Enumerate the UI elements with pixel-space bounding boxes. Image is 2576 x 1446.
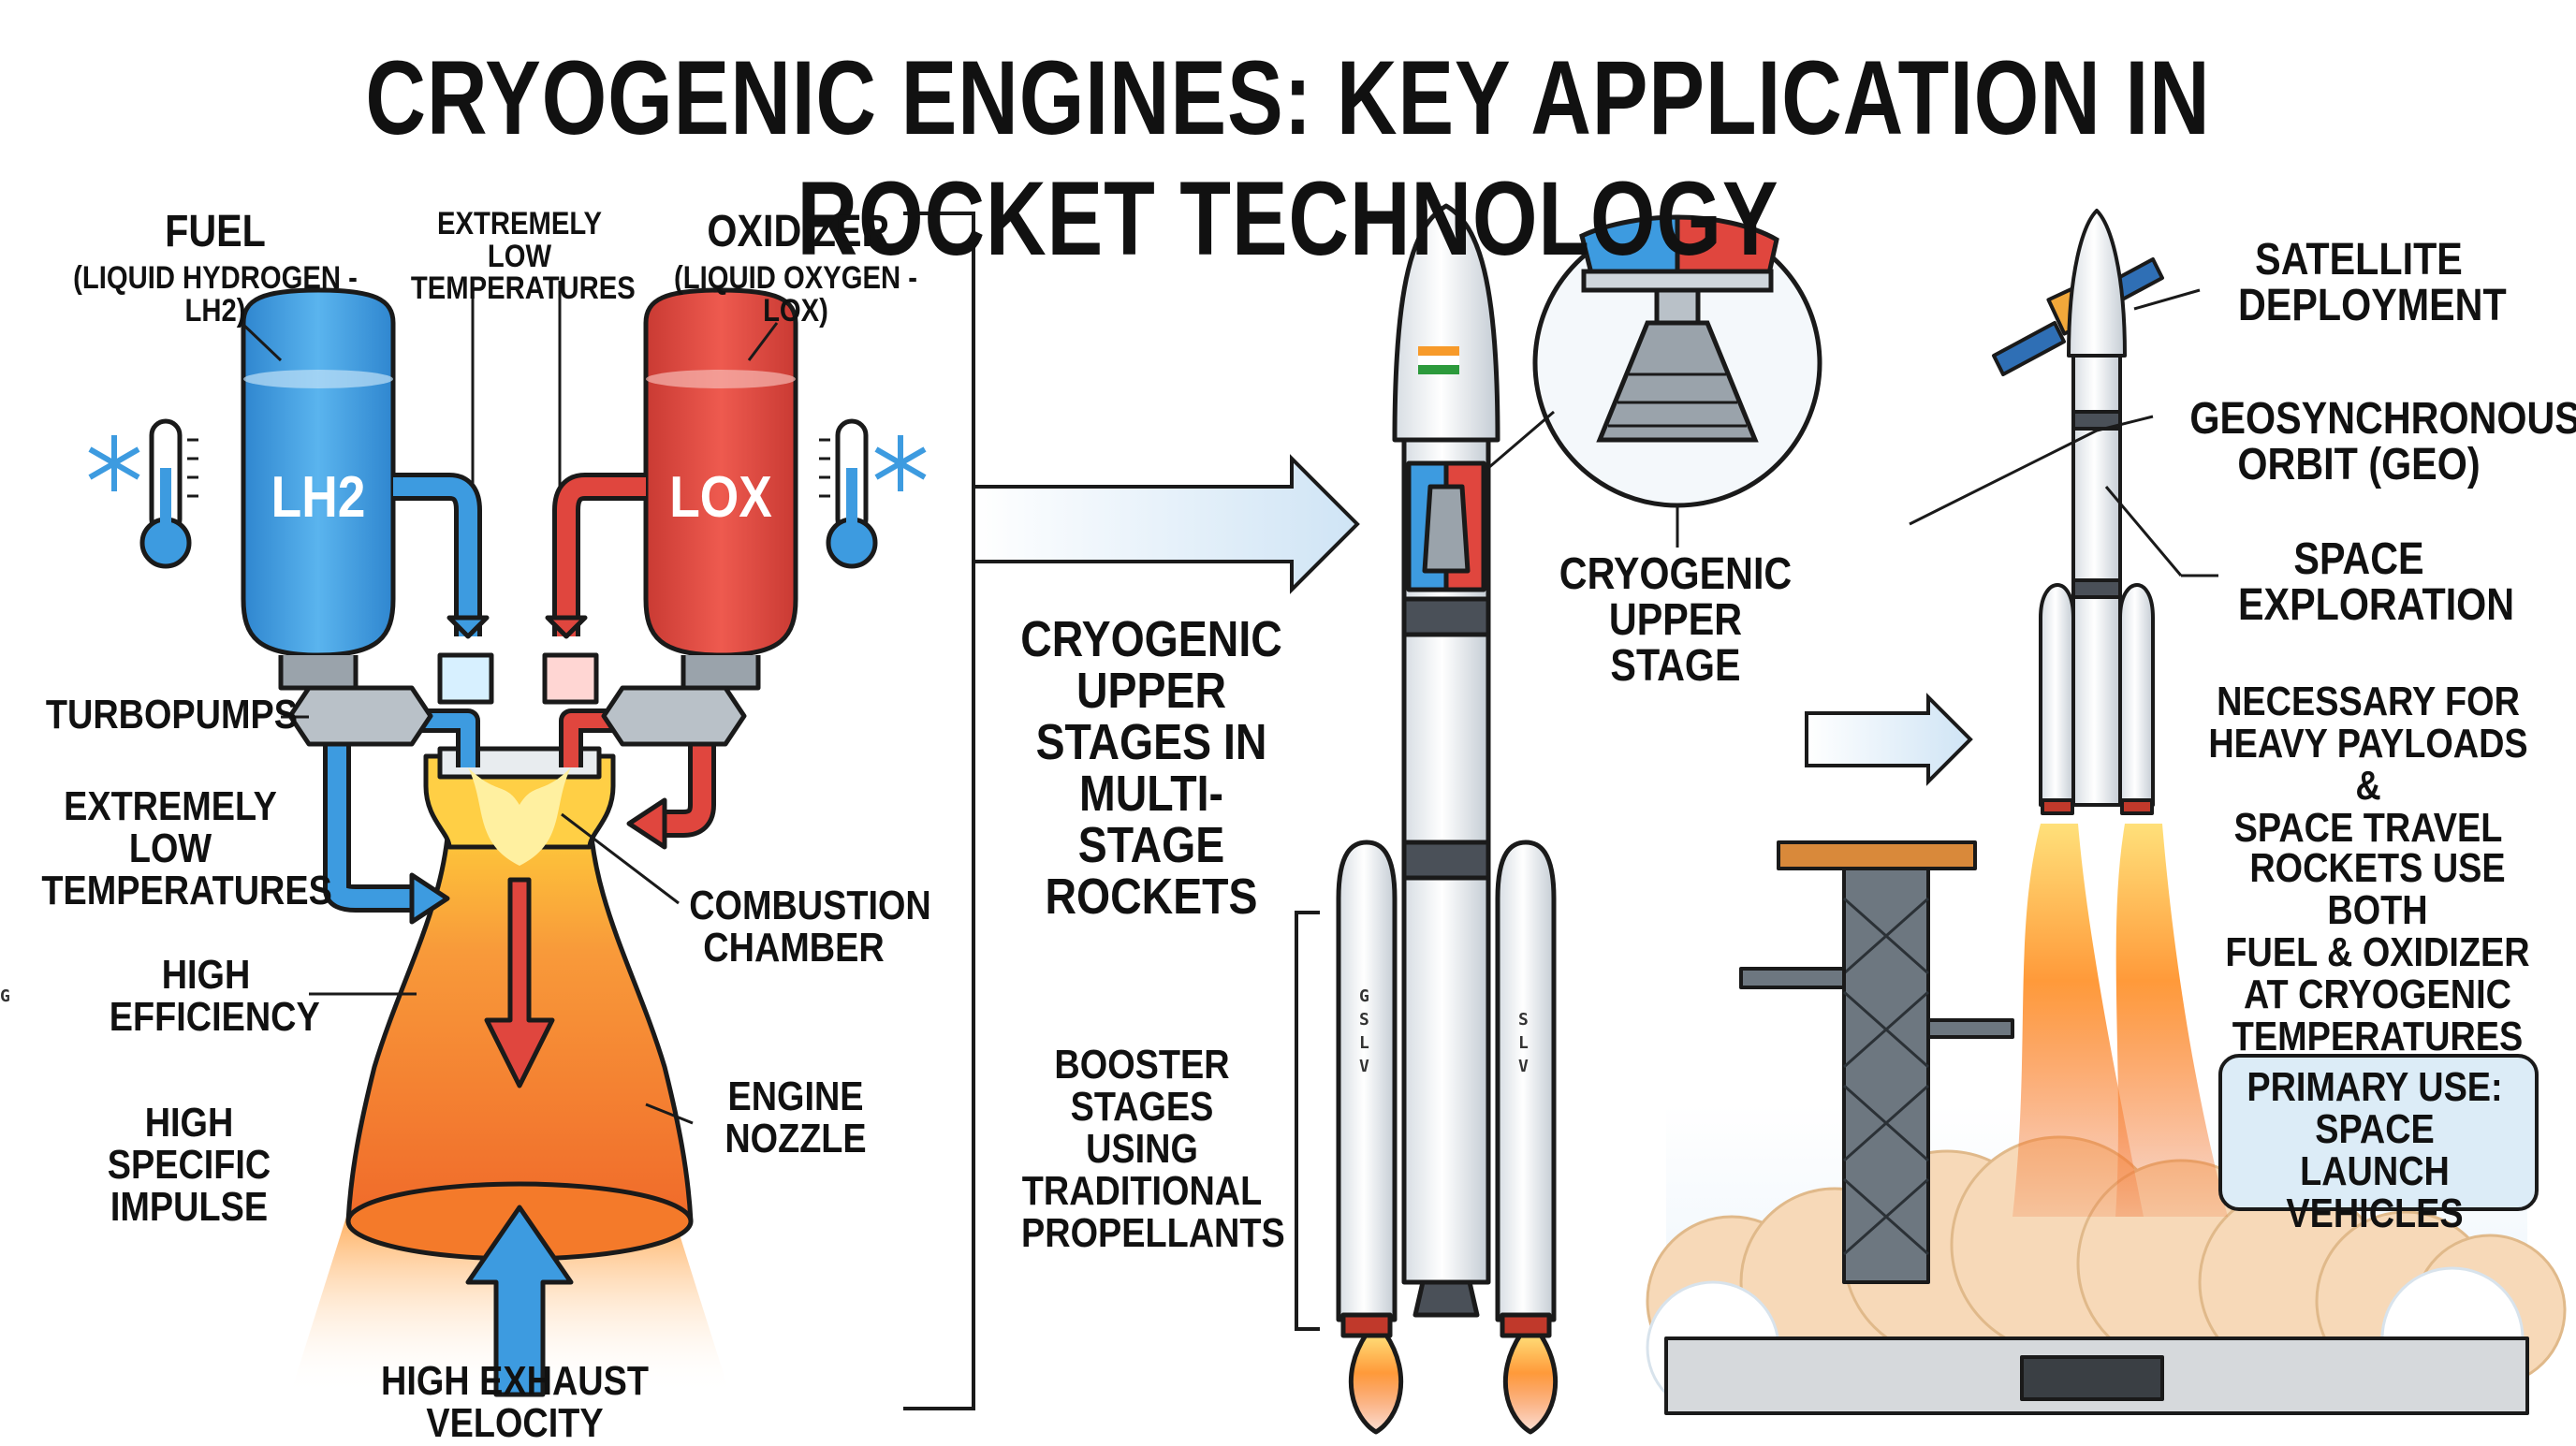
low-temp-side-label: EXTREMELY LOW TEMPERATURES	[41, 783, 332, 913]
oxidizer-subtitle: (LIQUID OXYGEN - LOX)	[674, 260, 917, 329]
fuel-title: FUEL	[165, 207, 266, 256]
svg-text:G: G	[1359, 986, 1369, 1006]
lh2-tank-label: LH2	[271, 465, 366, 530]
geo-label: GEOSYNCHRONOUS ORBIT (GEO)	[2189, 394, 2576, 489]
combustion-chamber-label: COMBUSTION CHAMBER	[689, 883, 931, 971]
heavy-payloads-label: NECESSARY FOR HEAVY PAYLOADS & SPACE TRA…	[2208, 679, 2528, 851]
engine-nozzle-label: ENGINE NOZZLE	[724, 1074, 867, 1161]
exhaust-velocity-label: HIGH EXHAUST VELOCITY	[381, 1358, 649, 1446]
cryogenic-upper-stage-label: CRYOGENIC UPPER STAGE	[1559, 549, 1793, 691]
turbopump-left	[287, 685, 433, 747]
primary-use-box	[2218, 1054, 2539, 1211]
low-temp-top-label: EXTREMELY LOW TEMPERATURES	[410, 206, 636, 307]
oxidizer-title: OXIDIZER	[707, 207, 890, 256]
arrow-to-launch-icon	[1805, 693, 1973, 786]
turbopump-right	[601, 685, 747, 747]
high-specific-impulse-label: HIGH SPECIFIC IMPULSE	[107, 1100, 271, 1230]
upper-stages-label: CRYOGENIC UPPER STAGES IN MULTI-STAGE RO…	[1020, 611, 1282, 926]
booster-stages-label: BOOSTER STAGES USING TRADITIONAL PROPELL…	[1021, 1042, 1285, 1256]
svg-text:V: V	[1518, 1057, 1529, 1076]
svg-text:L: L	[1359, 1033, 1369, 1053]
page-title: CRYOGENIC ENGINES: KEY APPLICATION IN RO…	[365, 39, 2211, 277]
lox-tank-label: LOX	[669, 465, 772, 530]
rocket-center	[1336, 203, 1559, 1435]
snowflake-left-icon	[88, 435, 140, 491]
high-efficiency-label: HIGH EFFICIENCY	[109, 952, 320, 1040]
svg-text:G: G	[0, 986, 10, 1006]
svg-text:S: S	[1359, 1010, 1369, 1030]
launch-scene	[1646, 209, 2567, 1415]
svg-text:S: S	[1518, 1010, 1529, 1030]
fuel-subtitle: (LIQUID HYDROGEN - LH2)	[73, 260, 358, 329]
thermometer-left-icon	[139, 418, 198, 569]
primary-use-label: PRIMARY USE: SPACE LAUNCH VEHICLES	[2247, 1064, 2503, 1236]
svg-text:V: V	[1359, 1057, 1369, 1076]
svg-text:L: L	[1518, 1033, 1529, 1053]
cryogenic-stage-zoom	[1532, 214, 1822, 548]
rockets-use-both-label: ROCKETS USE BOTH FUEL & OXIDIZER AT CRYO…	[2225, 845, 2530, 1059]
arrow-to-rocket-icon	[972, 454, 1360, 594]
satellite-deployment-label: SATELLITE DEPLOYMENT	[2238, 235, 2507, 330]
space-exploration-label: SPACE EXPLORATION	[2238, 534, 2515, 630]
thermometer-right-icon	[819, 418, 878, 569]
engine-schematic	[88, 281, 927, 1397]
snowflake-right-icon	[874, 435, 927, 491]
turbopumps-label: TURBOPUMPS	[45, 692, 298, 738]
